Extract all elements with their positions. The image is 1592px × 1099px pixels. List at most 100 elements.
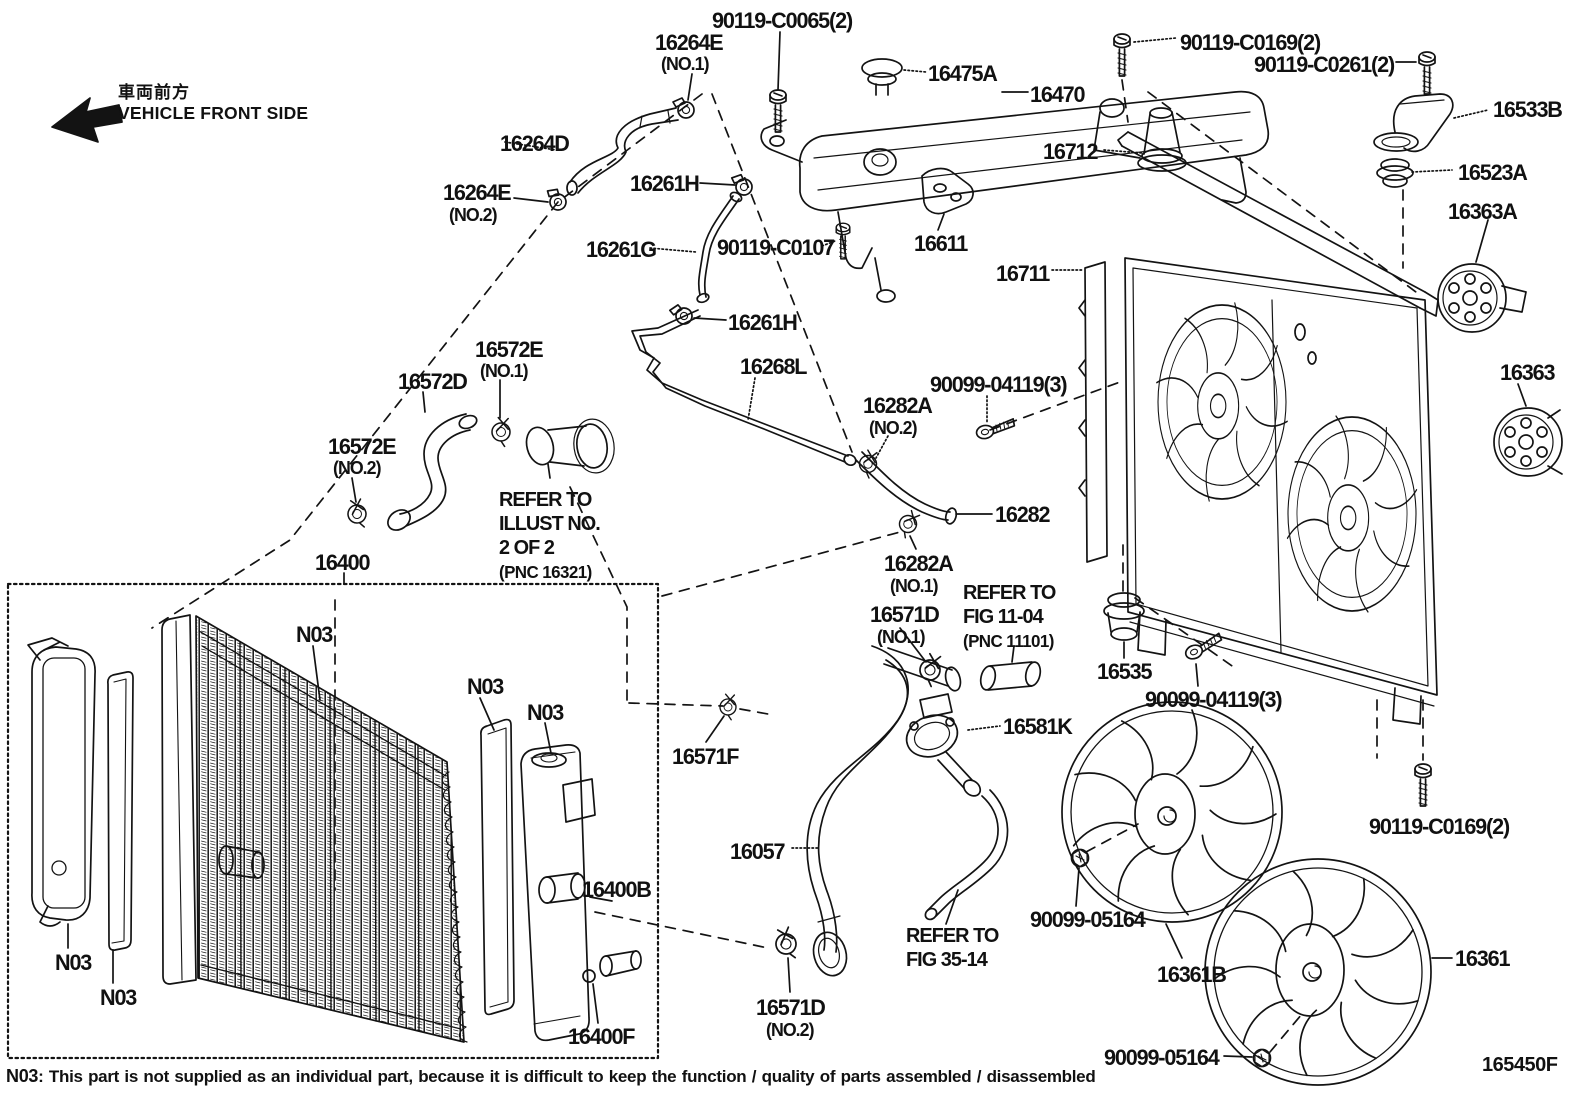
part-label-90099-04119-a: 90099-04119(3) [930, 372, 1068, 397]
n03-label-gasket1: N03 [100, 985, 137, 1010]
part-sublabel-16572E-no2: (NO.2) [333, 457, 381, 478]
part-label-16470: 16470 [1030, 82, 1085, 107]
water-inlet-16321 [525, 418, 615, 479]
part-label-16261G: 16261G [586, 237, 657, 262]
leader-90119-C0107 [821, 240, 836, 247]
grommet-16523A [1376, 158, 1453, 188]
radiator-support-bar [1117, 131, 1439, 317]
vehicle-front-label-en: VEHICLE FRONT SIDE [118, 103, 309, 123]
clamp-16282A-no1 [893, 507, 923, 541]
fan-shroud-16711 [1051, 257, 1438, 725]
leader-16264E-no1 [687, 73, 693, 101]
leader-16571D-no1 [899, 627, 927, 663]
part-label-90119-C0261: 90119-C0261(2) [1254, 52, 1395, 77]
leader-16264E-no2 [513, 197, 549, 203]
part-label-16264E-no2: 16264E [443, 180, 512, 205]
radiator-gasket-strip-1 [107, 671, 134, 951]
n03-label-tank1: N03 [55, 950, 92, 975]
part-label-90119-C0169-top: 90119-C0169(2) [1180, 30, 1321, 55]
part-label-16261H-a: 16261H [630, 171, 700, 196]
leader-16572E-no2 [351, 477, 357, 503]
leader-16282A-no1 [909, 535, 917, 550]
part-label-16712: 16712 [1043, 139, 1098, 164]
bolt-90119-C0169-bottom [1414, 763, 1432, 807]
part-label-16057: 16057 [730, 839, 785, 864]
outlet-housing-16581K [905, 693, 1001, 797]
clamp-16572E-no2 [343, 496, 371, 532]
leader-90099-05164-a [1075, 867, 1080, 907]
part-label-16363A: 16363A [1448, 199, 1518, 224]
part-sublabel-16264E-no1: (NO.1) [661, 53, 709, 74]
n03-label-core: N03 [296, 622, 333, 647]
vehicle-front-label-jp: 車両前方 [118, 83, 190, 102]
part-label-16264E-no1: 16264E [655, 30, 724, 55]
pipe-16268L [631, 309, 857, 467]
part-label-16475A: 16475A [928, 61, 998, 86]
part-label-16400F: 16400F [568, 1024, 636, 1049]
radiator-gasket-strip-2 [480, 718, 515, 1016]
part-label-90119-C0107: 90119-C0107 [717, 235, 835, 260]
part-label-16361B: 16361B [1157, 962, 1227, 987]
part-label-16282A-no1: 16282A [884, 551, 954, 576]
n03-leader-lines [67, 572, 552, 984]
part-label-16523A: 16523A [1458, 160, 1528, 185]
mount-16712 [1093, 98, 1187, 172]
leader-90119-C0065 [777, 31, 781, 91]
leader-90099-04119-b [1195, 663, 1199, 687]
n03-label-gasket2: N03 [467, 674, 504, 699]
radiator-assembly-box [6, 582, 660, 1060]
part-label-16282A-no2: 16282A [863, 393, 933, 418]
n03-label-tank2: N03 [527, 700, 564, 725]
cooling-fan-16361 [1204, 858, 1453, 1086]
part-label-90119-C0169-bottom: 90119-C0169(2) [1369, 814, 1510, 839]
part-sublabel-16571D-no2: (NO.2) [766, 1019, 814, 1040]
part-label-16261H-b: 16261H [728, 310, 798, 335]
clamp-16264E-no2 [542, 186, 570, 213]
part-label-16571D-no1: 16571D [870, 602, 940, 627]
nut-90099-05164-a [1070, 848, 1090, 868]
part-sublabel-16282A-no1: (NO.1) [890, 575, 938, 596]
leader-16571D-no2 [787, 957, 791, 993]
part-label-16572E-no2: 16572E [328, 434, 397, 459]
part-sublabel-16282A-no2: (NO.2) [869, 417, 917, 438]
part-label-16581K: 16581K [1003, 714, 1073, 739]
part-label-16571D-no2: 16571D [756, 995, 826, 1020]
heater-pipe-11101 [979, 645, 1042, 691]
clamp-16572E-no1 [491, 416, 511, 448]
hose-16261G [649, 191, 743, 304]
part-label-90099-05164-b: 90099-05164 [1104, 1045, 1220, 1070]
clamp-16571F [719, 693, 737, 721]
part-label-16572E-no1: 16572E [475, 337, 544, 362]
part-label-16282: 16282 [995, 502, 1050, 527]
radiator-core [161, 614, 468, 1043]
cooling-fan-16361B [1061, 701, 1283, 959]
part-label-90119-C0065: 90119-C0065(2) [712, 8, 853, 33]
radiator-left-tank [27, 637, 96, 927]
bolt-90119-C0261 [1418, 51, 1436, 95]
part-label-16400B: 16400B [582, 877, 652, 902]
leader-90099-05164-b [1223, 1055, 1253, 1058]
hose-16264D [504, 107, 679, 196]
hose-16282 [855, 451, 993, 525]
cushion-16535 [1103, 592, 1145, 659]
leader-16571F [705, 715, 725, 743]
part-label-16268L: 16268L [740, 354, 808, 379]
part-label-16535: 16535 [1097, 659, 1152, 684]
leader-90119-C0169a [1133, 37, 1177, 43]
part-label-16572D: 16572D [398, 369, 468, 394]
bracket-16611 [921, 167, 974, 231]
part-label-16571F: 16571F [672, 744, 740, 769]
bolt-90119-C0169-top [1113, 33, 1131, 77]
reserve-tank-16470 [760, 58, 1270, 303]
part-label-90099-04119-b: 90099-04119(3) [1145, 687, 1283, 712]
part-label-16711: 16711 [996, 261, 1050, 286]
vehicle-front-arrow-icon [51, 97, 123, 143]
part-label-90099-05164-a: 90099-05164 [1030, 907, 1146, 932]
figure-code: 165450F [1482, 1054, 1558, 1076]
part-label-16264D: 16264D [500, 131, 570, 156]
hose-16572D [387, 391, 478, 531]
